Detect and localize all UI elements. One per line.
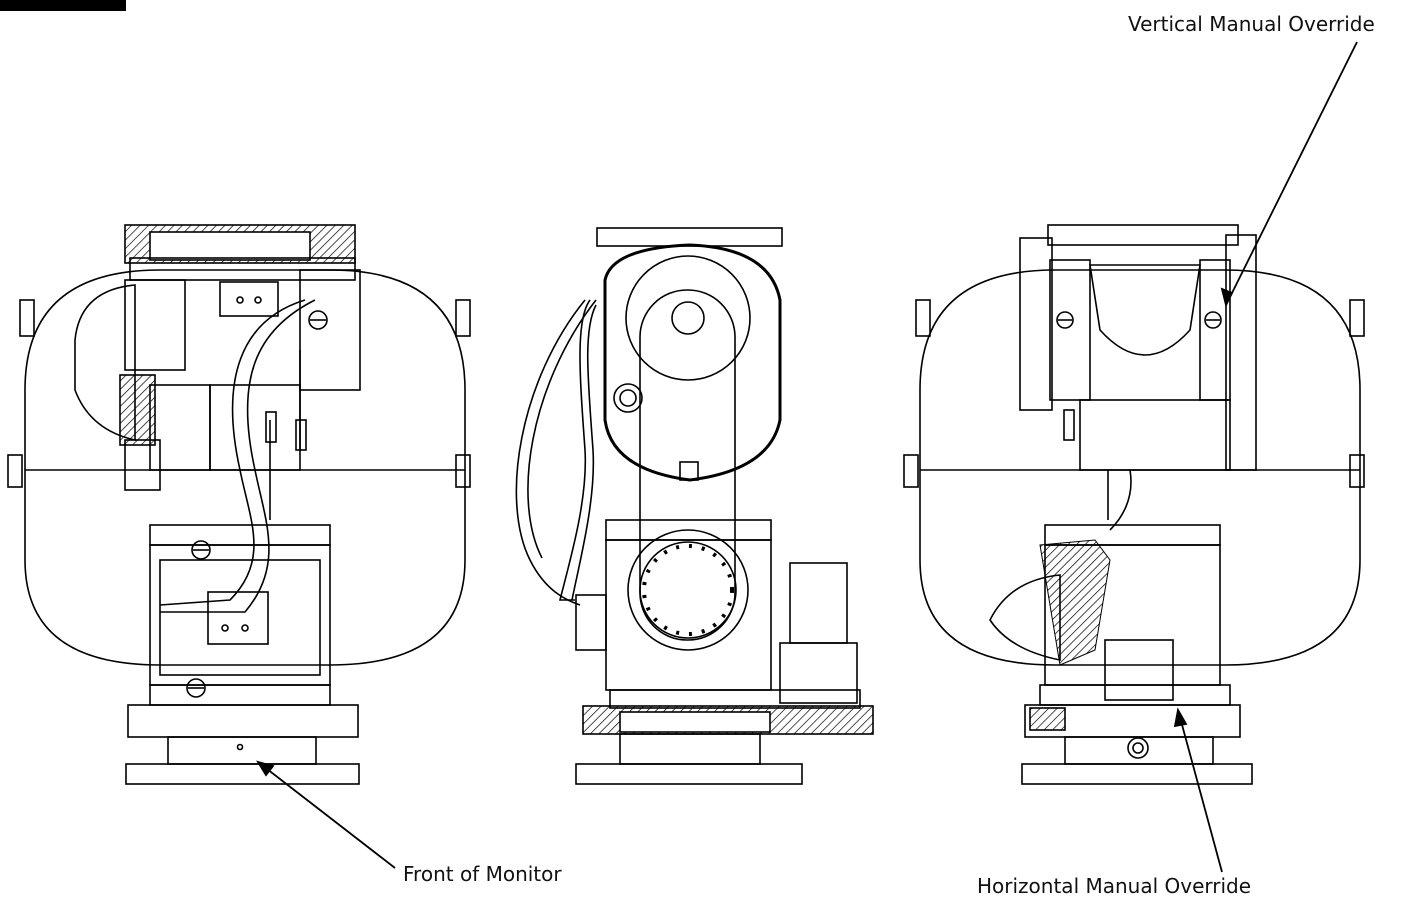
leader-lines (256, 41, 1358, 873)
horizontal-manual-override-label: Horizontal Manual Override (977, 874, 1252, 898)
left-view (7, 224, 471, 785)
vertical-manual-override-label: Vertical Manual Override (1128, 12, 1375, 36)
right-view (903, 224, 1365, 785)
corner-bar (0, 0, 126, 11)
front-of-monitor-label: Front of Monitor (403, 862, 562, 886)
center-view (515, 227, 874, 785)
left-housing (24, 269, 466, 666)
right-housing (919, 269, 1361, 666)
